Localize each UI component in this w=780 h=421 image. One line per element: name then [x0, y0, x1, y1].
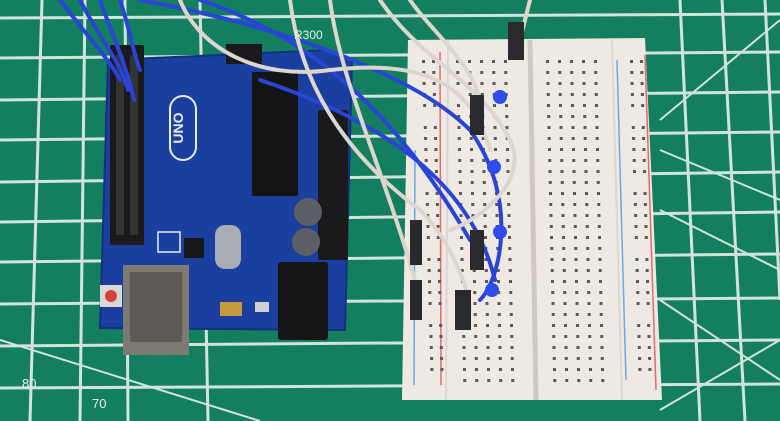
- svg-text:UNO: UNO: [170, 112, 186, 143]
- capacitor-1: [294, 198, 322, 226]
- led-3: [493, 225, 507, 239]
- mat-marking-r300: R300: [294, 28, 323, 42]
- power-rail-negative-left: [413, 149, 416, 386]
- led-4: [485, 283, 499, 297]
- atmega-chip: [252, 72, 298, 196]
- mat-label-70: 70: [92, 396, 107, 411]
- arduino-uno-board: UNO: [98, 44, 354, 355]
- breadboard-holes: [422, 60, 652, 382]
- led-2: [487, 160, 501, 174]
- power-rail-positive-right: [644, 54, 657, 391]
- breadboard: [402, 38, 662, 401]
- power-header: [318, 110, 348, 260]
- jumper-connectors: [410, 22, 524, 330]
- power-rail-negative-right: [616, 59, 627, 381]
- mat-label-80: 80: [22, 376, 37, 391]
- blue-leds: [485, 90, 507, 297]
- dc-power-jack: [278, 262, 328, 340]
- crystal-oscillator: [215, 225, 241, 269]
- capacitor-2: [292, 228, 320, 256]
- jumper-wires: [58, 0, 532, 312]
- led-1: [493, 90, 507, 104]
- uno-logo: [169, 95, 197, 161]
